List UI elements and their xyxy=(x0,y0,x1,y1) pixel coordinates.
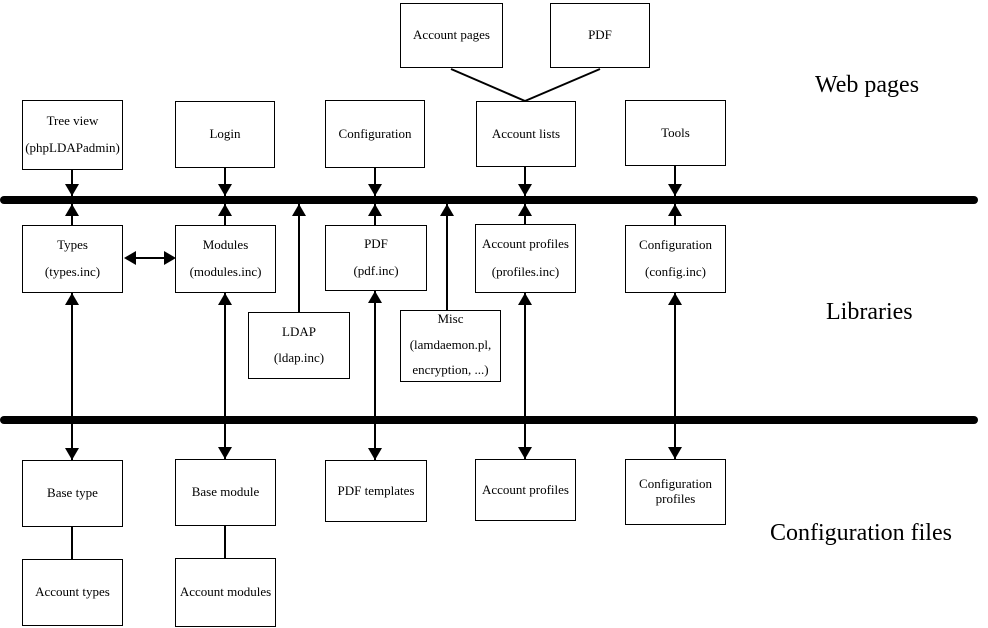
box-label: Account modules xyxy=(179,584,272,600)
arrowhead-down-basetype xyxy=(65,448,79,460)
box-label: PDF xyxy=(364,236,388,252)
box-sublabel: (pdf.inc) xyxy=(353,262,399,278)
box-sublabel: (modules.inc) xyxy=(189,264,262,279)
arrowhead-down-configuration-profiles xyxy=(668,447,682,459)
arrowhead-down-col3-bus xyxy=(368,184,382,196)
box-misc: Misc (lamdaemon.pl, encryption, ...) xyxy=(400,310,501,382)
box-sublabel: (profiles.inc) xyxy=(491,263,560,279)
bus-libraries-to-config xyxy=(0,416,978,424)
bus-web-to-libraries xyxy=(0,196,978,204)
box-sublabel: (config.inc) xyxy=(644,264,706,279)
arrowhead-down-col2-bus xyxy=(218,184,232,196)
box-ldap: LDAP (ldap.inc) xyxy=(248,312,350,379)
connector-accountlists-bus xyxy=(524,165,526,196)
connector-configuration-bus xyxy=(374,165,376,196)
box-label: Account types xyxy=(35,584,110,600)
arrowhead-down-col1-bus xyxy=(65,184,79,196)
box-label: Configuration xyxy=(338,125,412,141)
arrowhead-down-account-profiles-file xyxy=(518,447,532,459)
box-label: Account profiles xyxy=(481,236,569,252)
layer-label-configuration-files: Configuration files xyxy=(770,520,952,546)
box-login: Login xyxy=(175,101,275,168)
connector-modules-basemodule xyxy=(224,293,226,459)
connector-treeview-bus xyxy=(71,165,73,196)
box-label: Configuration xyxy=(639,476,712,492)
connector-ldap-bus xyxy=(298,204,300,314)
line-account-pages-to-account-lists xyxy=(450,68,526,102)
arrowhead-down-basemodule xyxy=(218,447,232,459)
connector-tools-bus xyxy=(674,165,676,196)
box-base-type: Base type xyxy=(22,460,123,527)
connector-pdflib-pdftemplates xyxy=(374,291,376,460)
box-label: Tools xyxy=(661,124,690,140)
line-pdf-to-account-lists xyxy=(524,68,601,102)
layer-label-libraries: Libraries xyxy=(826,299,913,325)
box-sublabel: (types.inc) xyxy=(44,264,101,279)
connector-bus-pdf-lib xyxy=(374,204,376,227)
connector-types-basetype xyxy=(71,293,73,460)
connector-bus-types xyxy=(71,204,73,227)
box-account-modules: Account modules xyxy=(175,558,276,627)
box-label: Modules xyxy=(202,237,249,253)
box-types: Types (types.inc) xyxy=(22,225,123,293)
box-label: Base module xyxy=(191,484,260,500)
box-sublabel: (phpLDAPadmin) xyxy=(25,140,120,156)
connector-configlib-configprofiles xyxy=(674,293,676,459)
box-label: Tree view xyxy=(46,112,99,128)
connector-profileslib-profilesfile xyxy=(524,293,526,459)
arrowhead-down-col5-bus xyxy=(668,184,682,196)
connector-basemodule-accountmodules xyxy=(224,526,226,559)
box-pdf-templates: PDF templates xyxy=(325,460,427,522)
box-label: LDAP xyxy=(282,323,316,339)
box-account-profiles-file: Account profiles xyxy=(475,459,576,521)
box-label: Misc xyxy=(437,311,464,326)
box-label: Types xyxy=(57,237,88,253)
box-label: Base type xyxy=(47,485,98,501)
box-configuration-profiles: Configuration profiles xyxy=(625,459,726,525)
box-configuration-page: Configuration xyxy=(325,100,425,168)
box-sublabel: (lamdaemon.pl, xyxy=(409,336,492,352)
box-account-pages: Account pages xyxy=(400,3,503,68)
box-label: PDF xyxy=(588,27,612,43)
connector-login-bus xyxy=(224,165,226,196)
connector-bus-modules xyxy=(224,204,226,227)
box-configuration-lib: Configuration (config.inc) xyxy=(625,225,726,293)
connector-types-modules xyxy=(126,257,174,259)
box-tools: Tools xyxy=(625,100,726,166)
box-label: PDF templates xyxy=(337,482,415,498)
arrowhead-down-col4-bus xyxy=(518,184,532,196)
arrowhead-left-types xyxy=(124,251,136,265)
layer-label-web-pages: Web pages xyxy=(815,72,920,98)
box-base-module: Base module xyxy=(175,459,276,526)
box-sublabel2: encryption, ...) xyxy=(412,362,489,378)
box-account-profiles-lib: Account profiles (profiles.inc) xyxy=(475,224,576,293)
box-tree-view: Tree view (phpLDAPadmin) xyxy=(22,100,123,170)
connector-basetype-accounttypes xyxy=(71,527,73,559)
box-pdf-lib: PDF (pdf.inc) xyxy=(325,225,427,291)
box-label: Login xyxy=(209,126,241,142)
box-label: Account lists xyxy=(491,125,561,141)
box-label: Account pages xyxy=(413,27,490,43)
arrowhead-down-pdftemplates xyxy=(368,448,382,460)
connector-misc-bus xyxy=(446,204,448,312)
box-sublabel: (ldap.inc) xyxy=(273,350,325,366)
box-modules: Modules (modules.inc) xyxy=(175,225,276,293)
box-label: Configuration xyxy=(639,237,712,253)
connector-bus-configuration-lib xyxy=(674,204,676,227)
box-account-types: Account types xyxy=(22,559,123,626)
box-sublabel: profiles xyxy=(655,491,696,506)
box-account-lists: Account lists xyxy=(476,101,576,167)
arrowhead-right-modules xyxy=(164,251,176,265)
box-pdf-page: PDF xyxy=(550,3,650,68)
connector-bus-account-profiles-lib xyxy=(524,204,526,227)
box-label: Account profiles xyxy=(481,481,569,497)
